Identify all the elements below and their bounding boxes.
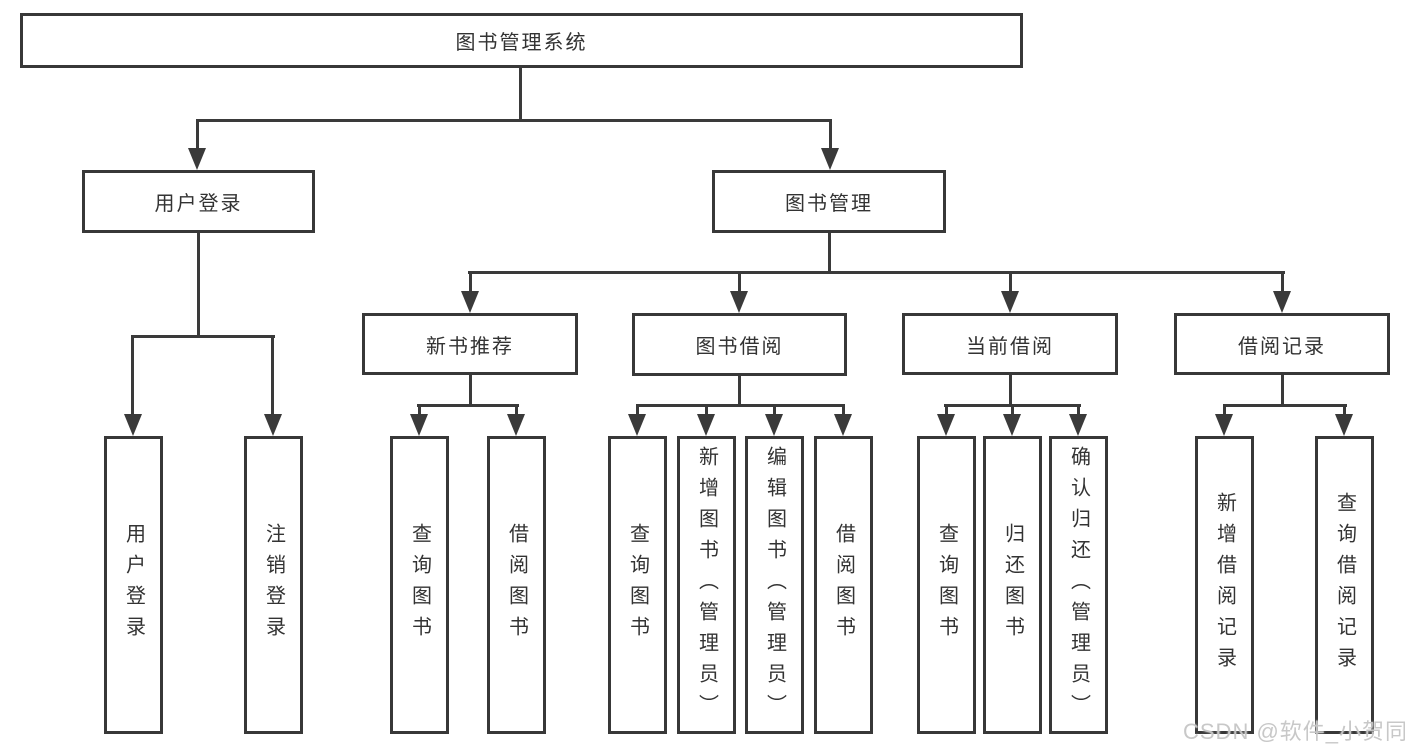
connector-bookmgmt-vertical xyxy=(828,233,831,273)
arrowhead-bb-add xyxy=(697,414,715,436)
connector-drop-bb-query xyxy=(636,404,639,418)
node-book-borrow: 图书借阅 xyxy=(632,313,847,376)
connector-drop-user-login xyxy=(196,119,199,152)
node-borrow-records-label: 借阅记录 xyxy=(1238,335,1326,358)
leaf-bb-add-books-label: 新增图书（管理员） xyxy=(695,445,718,725)
node-borrow-records: 借阅记录 xyxy=(1174,313,1390,375)
connector-userlogin-horizontal xyxy=(131,335,275,338)
leaf-bb-borrow-books-label: 借阅图书 xyxy=(832,523,855,647)
leaf-cb-return-books: 归还图书 xyxy=(983,436,1042,734)
connector-drop-cb-query xyxy=(945,404,948,418)
connector-userlogin-vertical xyxy=(197,233,200,338)
arrowhead-leaf-logout xyxy=(264,414,282,436)
connector-bb-horizontal xyxy=(636,404,845,407)
leaf-logout: 注销登录 xyxy=(244,436,303,734)
leaf-nbr-query-books-label: 查询图书 xyxy=(408,523,431,647)
leaf-cb-return-books-label: 归还图书 xyxy=(1001,523,1024,647)
node-current-borrow-label: 当前借阅 xyxy=(966,335,1054,358)
leaf-br-add-record: 新增借阅记录 xyxy=(1195,436,1254,734)
leaf-bb-edit-books: 编辑图书（管理员） xyxy=(745,436,804,734)
node-book-borrow-label: 图书借阅 xyxy=(695,336,784,358)
connector-root-vertical xyxy=(519,66,522,122)
arrowhead-book-management xyxy=(821,148,839,170)
leaf-nbr-borrow-books-label: 借阅图书 xyxy=(505,523,528,647)
connector-root-horizontal xyxy=(196,119,832,122)
node-new-book-recommend-label: 新书推荐 xyxy=(426,335,514,358)
connector-drop-book-management xyxy=(829,119,832,152)
arrowhead-current-borrow xyxy=(1001,291,1019,313)
leaf-cb-confirm-return-label: 确认归还（管理员） xyxy=(1067,445,1090,725)
connector-drop-leaf-logout xyxy=(271,335,274,417)
connector-drop-cb-return xyxy=(1011,404,1014,418)
node-root-label: 图书管理系统 xyxy=(455,32,588,54)
connector-drop-br-add xyxy=(1223,404,1226,418)
node-new-book-recommend: 新书推荐 xyxy=(362,313,578,375)
leaf-bb-add-books: 新增图书（管理员） xyxy=(677,436,736,734)
connector-nbr-horizontal xyxy=(417,404,519,407)
arrowhead-cb-confirm xyxy=(1069,414,1087,436)
node-root: 图书管理系统 xyxy=(20,13,1023,68)
arrowhead-cb-return xyxy=(1003,414,1021,436)
leaf-bb-query-books-label: 查询图书 xyxy=(626,523,649,647)
arrowhead-nbr-borrow xyxy=(507,414,525,436)
leaf-cb-confirm-return: 确认归还（管理员） xyxy=(1049,436,1108,734)
connector-drop-nbr-borrow xyxy=(515,404,518,418)
node-book-management-label: 图书管理 xyxy=(785,193,873,215)
leaf-br-query-record-label: 查询借阅记录 xyxy=(1333,492,1356,678)
node-current-borrow: 当前借阅 xyxy=(902,313,1118,375)
node-user-login: 用户登录 xyxy=(82,170,315,233)
arrowhead-bb-edit xyxy=(765,414,783,436)
arrowhead-br-add xyxy=(1215,414,1233,436)
connector-drop-cb-confirm xyxy=(1077,404,1080,418)
arrowhead-bb-query xyxy=(628,414,646,436)
arrowhead-borrow-records xyxy=(1273,291,1291,313)
arrowhead-book-borrow xyxy=(730,291,748,313)
connector-drop-bb-add xyxy=(705,404,708,418)
csdn-watermark: CSDN @软件_小贺同学 xyxy=(1183,719,1405,744)
arrowhead-cb-query xyxy=(937,414,955,436)
leaf-user-login-label: 用户登录 xyxy=(122,523,145,647)
arrowhead-user-login xyxy=(188,148,206,170)
leaf-nbr-borrow-books: 借阅图书 xyxy=(487,436,546,734)
connector-drop-bb-edit xyxy=(773,404,776,418)
connector-bb-vertical xyxy=(738,376,741,407)
connector-drop-new-book-recommend xyxy=(469,271,472,295)
leaf-br-query-record: 查询借阅记录 xyxy=(1315,436,1374,734)
node-user-login-label: 用户登录 xyxy=(154,193,243,215)
connector-br-vertical xyxy=(1281,375,1284,407)
connector-drop-bb-borrow xyxy=(842,404,845,418)
leaf-bb-borrow-books: 借阅图书 xyxy=(814,436,873,734)
leaf-user-login: 用户登录 xyxy=(104,436,163,734)
leaf-cb-query-books-label: 查询图书 xyxy=(935,523,958,647)
arrowhead-leaf-user-login xyxy=(124,414,142,436)
leaf-logout-label: 注销登录 xyxy=(262,523,285,647)
leaf-bb-edit-books-label: 编辑图书（管理员） xyxy=(763,445,786,725)
connector-drop-leaf-user-login xyxy=(131,335,134,417)
leaf-bb-query-books: 查询图书 xyxy=(608,436,667,734)
connector-br-horizontal xyxy=(1223,404,1347,407)
connector-drop-borrow-records xyxy=(1281,271,1284,295)
connector-drop-nbr-query xyxy=(418,404,421,418)
leaf-nbr-query-books: 查询图书 xyxy=(390,436,449,734)
node-book-management: 图书管理 xyxy=(712,170,946,233)
connector-drop-book-borrow xyxy=(738,271,741,295)
arrowhead-br-query xyxy=(1335,414,1353,436)
connector-drop-current-borrow xyxy=(1009,271,1012,295)
leaf-cb-query-books: 查询图书 xyxy=(917,436,976,734)
connector-cb-vertical xyxy=(1009,375,1012,407)
arrowhead-bb-borrow xyxy=(834,414,852,436)
leaf-br-add-record-label: 新增借阅记录 xyxy=(1213,492,1236,678)
connector-bookmgmt-horizontal xyxy=(468,271,1285,274)
arrowhead-nbr-query xyxy=(410,414,428,436)
connector-nbr-vertical xyxy=(469,375,472,407)
connector-drop-br-query xyxy=(1343,404,1346,418)
arrowhead-new-book-recommend xyxy=(461,291,479,313)
